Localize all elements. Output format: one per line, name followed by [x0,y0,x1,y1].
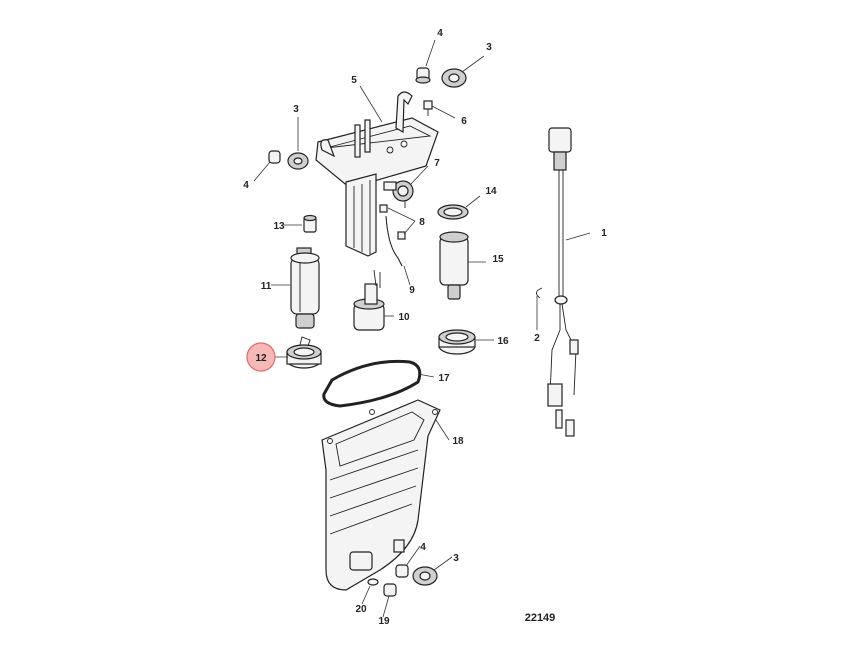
part-4-top-bolt [415,67,431,84]
diagram-reference-number: 22149 [525,612,556,624]
part-18-housing [321,399,441,591]
highlight-circle-12[interactable] [246,342,276,372]
part-4-bottom-bolt [395,564,409,578]
callout-4[interactable]: 4 [420,542,426,553]
part-11-fuel-pump [290,247,320,329]
part-3-top-grommet [441,68,467,88]
callout-17[interactable]: 17 [438,373,450,384]
callout-7[interactable]: 7 [434,158,440,169]
callout-18[interactable]: 18 [452,436,464,447]
part-7-regulator [383,180,414,208]
callout-11[interactable]: 11 [261,281,272,292]
callout-19[interactable]: 19 [378,616,390,627]
part-13-bushing [303,214,317,233]
part-12-strainer [286,336,322,369]
callout-labels: 4 3 5 6 3 4 7 14 13 8 9 15 11 10 1 2 16 … [243,28,607,627]
callout-3[interactable]: 3 [486,42,492,53]
callout-4[interactable]: 4 [437,28,443,39]
callout-16[interactable]: 16 [497,336,509,347]
part-6-bolt [423,100,433,116]
callout-3[interactable]: 3 [293,104,299,115]
callout-12[interactable]: 12 [255,353,267,364]
callout-4[interactable]: 4 [243,180,249,191]
part-20-oring [367,578,379,586]
callout-20[interactable]: 20 [355,604,367,615]
part-10-sender [353,269,385,331]
callout-15[interactable]: 15 [492,254,504,265]
callout-6[interactable]: 6 [461,116,467,127]
part-17-gasket [322,359,422,408]
callout-5[interactable]: 5 [351,75,357,86]
part-4-left-bolt [268,150,281,164]
part-16-retainer [438,329,476,355]
part-19-plug [383,583,397,597]
callout-2[interactable]: 2 [534,333,540,344]
part-2-clip [536,287,543,299]
callout-14[interactable]: 14 [485,186,497,197]
part-3-left-grommet [287,152,309,170]
callout-8[interactable]: 8 [419,217,425,228]
callout-3[interactable]: 3 [453,553,459,564]
callout-13[interactable]: 13 [273,221,285,232]
part-9-hose [385,215,403,267]
part-5-top-plate-assembly [315,91,439,257]
part-15-filter [439,231,469,300]
part-3-bottom-grommet [412,566,438,586]
part-1-wire-harness [547,127,579,437]
part-14-seal [437,204,469,220]
callout-10[interactable]: 10 [398,312,410,323]
leader-lines [253,39,591,618]
callout-1[interactable]: 1 [601,228,607,239]
callout-9[interactable]: 9 [409,285,415,296]
part-8-clips [379,204,406,240]
